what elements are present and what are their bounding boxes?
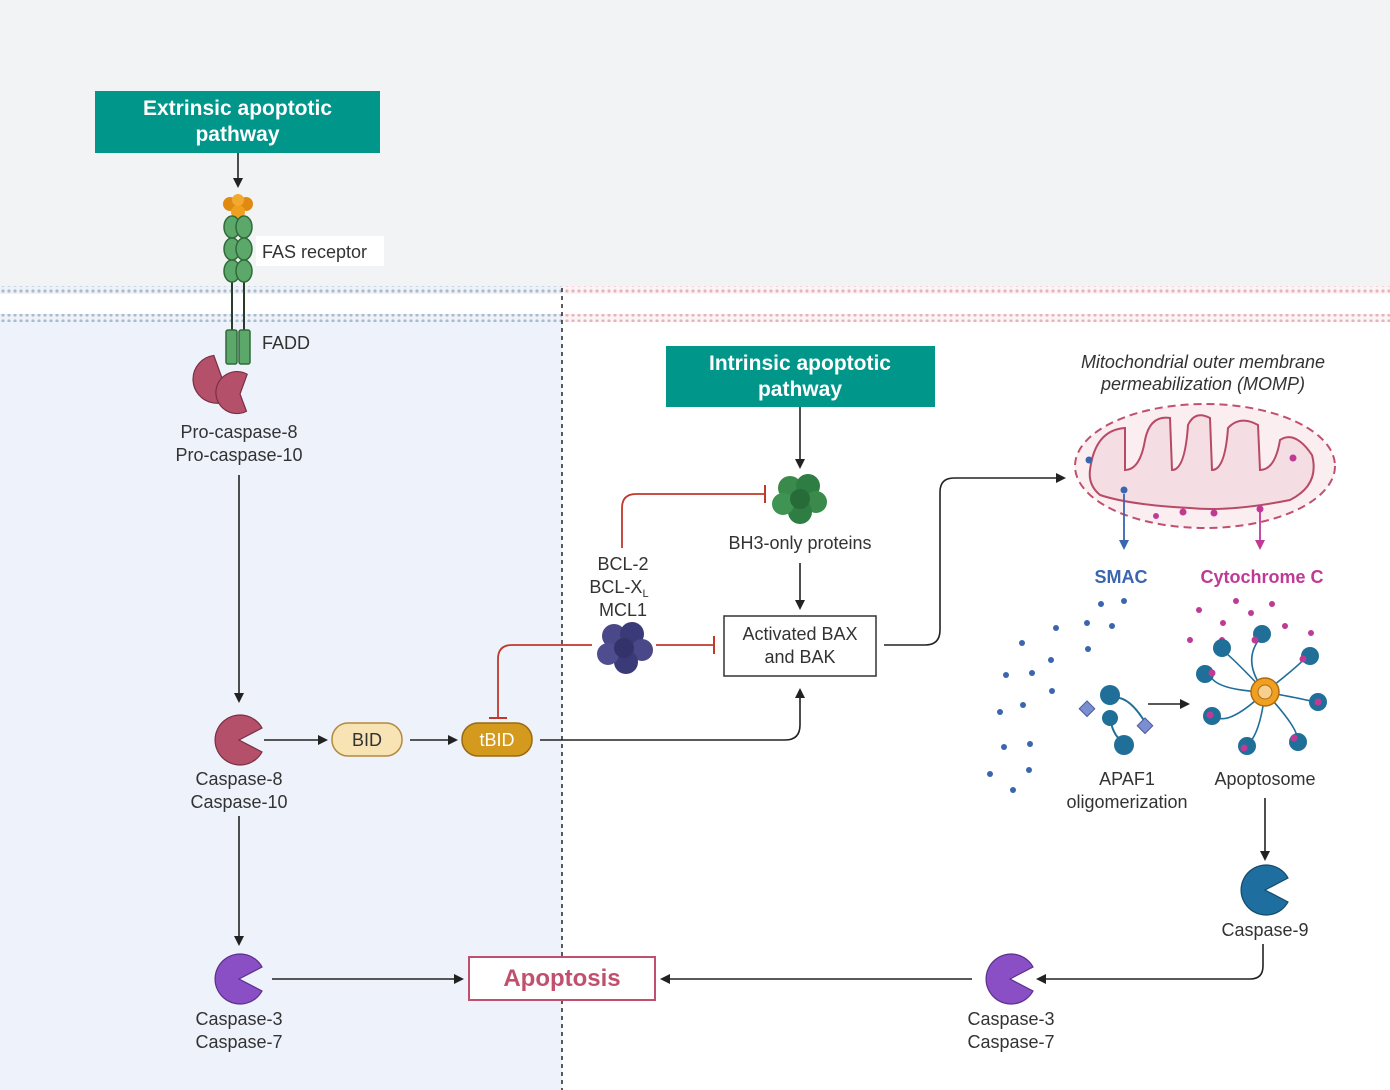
bclxl-label: BCL-XL: [589, 577, 648, 600]
caspase10-label: Caspase-10: [190, 792, 287, 812]
caspase3-left-icon: [214, 953, 263, 1005]
fas-receptor-label: FAS receptor: [262, 242, 367, 262]
apaf1-line2: oligomerization: [1066, 792, 1187, 812]
svg-text:Extrinsic apoptotic: Extrinsic apoptotic: [143, 97, 332, 120]
smac-label: SMAC: [1095, 567, 1148, 587]
apoptosis-label: Apoptosis: [503, 965, 620, 992]
caspase3-left-label: Caspase-3: [195, 1009, 282, 1029]
fadd-label: FADD: [262, 333, 310, 353]
caspase8-label: Caspase-8: [195, 769, 282, 789]
procaspase10-label: Pro-caspase-10: [175, 445, 302, 465]
mcl1-label: MCL1: [599, 600, 647, 620]
smac-molecules: [987, 598, 1127, 793]
bid-label: BID: [352, 730, 382, 750]
caspase3-right-icon: [985, 953, 1034, 1005]
extrinsic-pathway-title: Extrinsic apoptotic pathway: [95, 91, 380, 153]
caspase7-right-label: Caspase-7: [967, 1032, 1054, 1052]
apaf1-line1: APAF1: [1099, 769, 1155, 789]
cytc-label: Cytochrome C: [1200, 567, 1323, 587]
bh3-protein-icon: [772, 474, 827, 524]
momp-line1: Mitochondrial outer membrane: [1081, 352, 1325, 372]
bh3-label: BH3-only proteins: [728, 533, 871, 553]
fas-label-bg: [256, 236, 384, 266]
bid-badge: [331, 722, 403, 757]
apaf1-icon: [1078, 685, 1154, 755]
fas-ligand-icon: [223, 194, 253, 219]
caspase7-left-label: Caspase-7: [195, 1032, 282, 1052]
caspase3-right-label: Caspase-3: [967, 1009, 1054, 1029]
arrow-caspase9-to-caspase3: [1036, 944, 1264, 984]
bcl-protein-icon: [597, 622, 653, 674]
apoptosome-icon: [1196, 625, 1327, 755]
svg-text:pathway: pathway: [758, 378, 842, 401]
procaspase-icon: [192, 354, 248, 415]
apoptosome-label: Apoptosome: [1214, 769, 1315, 789]
procaspase8-label: Pro-caspase-8: [180, 422, 297, 442]
apoptosis-box: [468, 956, 656, 1001]
mitochondrion-icon: [1074, 403, 1336, 529]
bax-line1: Activated BAX: [742, 624, 857, 644]
arrow-bax-to-mitochondria: [884, 473, 1066, 646]
caspase9-label: Caspase-9: [1221, 920, 1308, 940]
fadd-icon: [225, 329, 251, 365]
tbid-badge: [461, 722, 533, 757]
caspase8-icon: [214, 714, 263, 766]
bax-line2: and BAK: [764, 647, 835, 667]
arrow-tbid-to-bax: [540, 688, 805, 741]
bcl2-label: BCL-2: [597, 554, 648, 574]
svg-text:Intrinsic apoptotic: Intrinsic apoptotic: [709, 352, 891, 375]
svg-text:pathway: pathway: [195, 123, 279, 146]
caspase9-icon: [1240, 864, 1289, 916]
tbid-label: tBID: [479, 730, 514, 750]
inhibit-bcl-to-tbid: [497, 644, 592, 718]
cell-membrane: [0, 286, 1390, 322]
momp-line2: permeabilization (MOMP): [1100, 374, 1305, 394]
fas-receptor-icon: [223, 215, 253, 330]
inhibit-bcl-to-bh3: [621, 493, 765, 548]
intrinsic-pathway-title: Intrinsic apoptotic pathway: [666, 346, 935, 407]
activated-bax-box: [723, 615, 877, 677]
